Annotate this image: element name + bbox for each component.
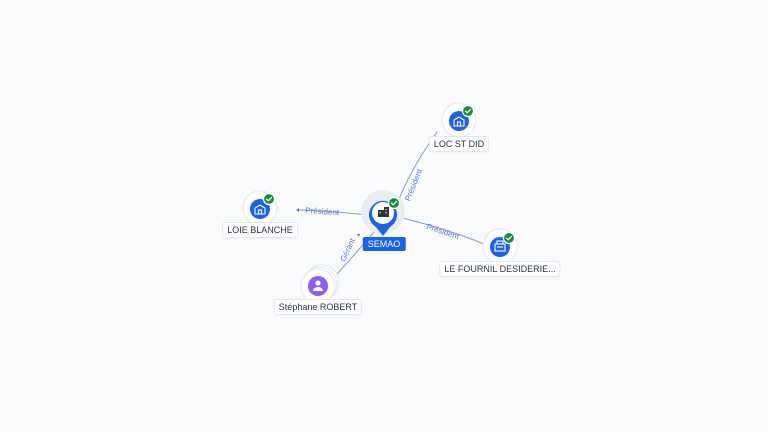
verified-check-icon xyxy=(262,192,276,206)
node-semao[interactable] xyxy=(361,190,405,236)
edge-label-gerant: Gérant xyxy=(338,236,357,263)
node-label-le-fournil[interactable]: LE FOURNIL DESIDERIE... xyxy=(440,262,560,276)
building-icon xyxy=(378,207,389,217)
verified-check-icon xyxy=(387,196,401,210)
node-loc-st-did[interactable] xyxy=(441,102,477,138)
building-icon xyxy=(254,204,266,215)
edge-label-president: Président xyxy=(305,206,340,217)
node-label-loie-blanche[interactable]: LOIE BLANCHE xyxy=(223,223,297,237)
node-label-semao[interactable]: SEMAO xyxy=(362,237,406,251)
node-label-loc-st-did[interactable]: LOC ST DID xyxy=(429,137,489,151)
verified-check-icon xyxy=(461,104,475,118)
node-loie-blanche[interactable] xyxy=(242,190,278,226)
edge-label-president: Président xyxy=(425,222,461,241)
node-label-stephane-robert[interactable]: Stéphane ROBERT xyxy=(274,300,362,314)
edge-label-president: Président xyxy=(403,167,424,202)
node-stephane-robert[interactable] xyxy=(300,264,340,304)
edge-to-loie-blanche: Président xyxy=(296,206,369,217)
node-le-fournil[interactable] xyxy=(482,228,518,264)
building-icon xyxy=(453,116,465,127)
building-icon xyxy=(494,240,506,252)
edge-to-le-fournil: Président xyxy=(397,216,485,245)
person-icon xyxy=(313,280,323,291)
verified-check-icon xyxy=(502,231,516,245)
